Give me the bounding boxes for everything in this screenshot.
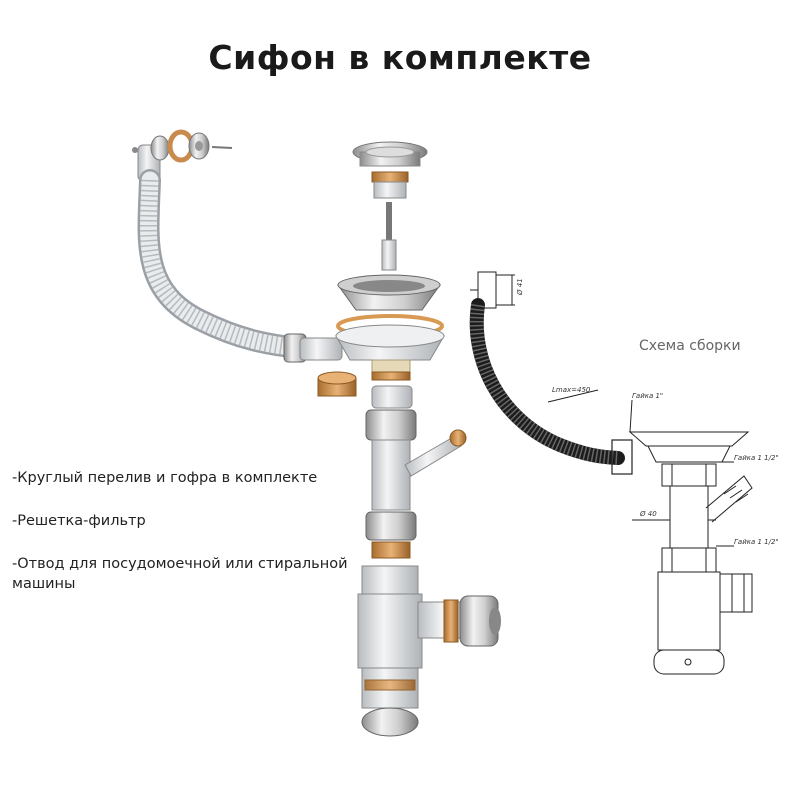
assembly-scheme xyxy=(469,271,753,675)
brass-nut xyxy=(317,371,357,397)
scheme-title: Схема сборки xyxy=(639,338,741,354)
feature-list: -Круглый перелив и гофра в комплекте -Ре… xyxy=(12,468,362,617)
label-nut-112-bottom: Гайка 1 1/2" xyxy=(734,538,779,546)
label-diameter-40: Ø 40 xyxy=(639,510,657,518)
feature-overflow-hose: -Круглый перелив и гофра в комплекте xyxy=(12,470,318,486)
strainer-cap xyxy=(352,141,428,199)
sink-basket xyxy=(335,274,445,381)
tee-body xyxy=(365,385,467,511)
overflow-hose xyxy=(137,169,311,359)
feature-strainer: -Решетка-фильтр xyxy=(12,513,146,529)
feature-appliance-outlet: -Отвод для посудомоечной или стиральной … xyxy=(12,556,348,592)
hose-connector xyxy=(283,333,343,363)
lower-union xyxy=(365,511,417,559)
page-title: Сифон в комплекте xyxy=(208,38,592,77)
label-nut-112-top: Гайка 1 1/2" xyxy=(734,454,779,462)
bottle-trap xyxy=(357,565,501,737)
label-hose-length: Lmax=450 xyxy=(552,386,591,394)
label-nut-1: Гайка 1" xyxy=(632,392,663,400)
label-diameter-top: Ø 41 xyxy=(516,278,524,296)
center-screw xyxy=(381,202,397,271)
